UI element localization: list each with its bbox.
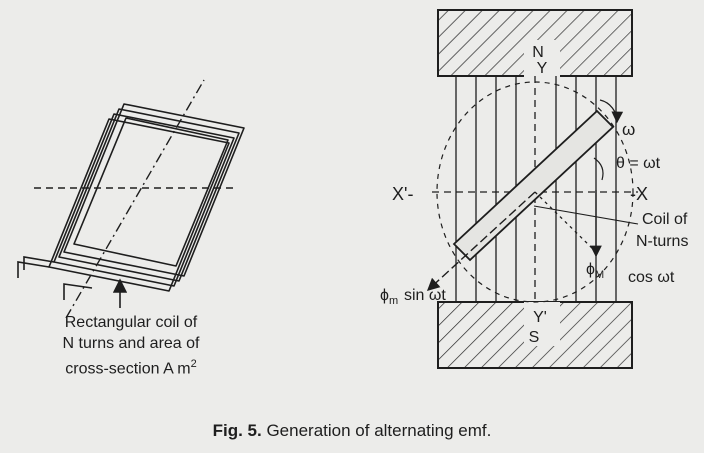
coil-caption-line1: Rectangular coil of (64, 314, 198, 331)
pole-s-letter: S (529, 329, 540, 346)
pole-n: N Y (437, 9, 633, 78)
label-x-left: X'- (392, 184, 413, 204)
axis-y-label: Y (537, 60, 548, 77)
pole-n-letter: N (532, 44, 544, 61)
normal-line-sin (426, 191, 536, 291)
rotation-circle (436, 81, 634, 303)
label-phi-M: ϕM (586, 261, 604, 281)
coil-leader (533, 205, 639, 225)
label-cos: cos ωt (628, 269, 675, 286)
label-x-right: -X (630, 184, 648, 204)
normal-line-cos (534, 191, 597, 253)
label-phi-m: ϕm (380, 287, 398, 307)
omega-arc (599, 99, 624, 124)
coil-leads (17, 256, 93, 300)
pole-s: Y' S (437, 301, 633, 369)
label-sin: sin ωt (404, 287, 446, 304)
coil-caption-line2: N turns and area of (62, 335, 200, 352)
label-theta: θ = ωt (616, 155, 661, 172)
figure-caption-text: Generation of alternating emf. (261, 421, 492, 440)
label-coil-line2: N-turns (636, 233, 688, 250)
axis-y-prime-label: Y' (533, 309, 547, 326)
rectangular-coil (48, 103, 245, 292)
label-omega: ω (622, 120, 635, 139)
coil-caption: Rectangular coil of N turns and area of … (6, 312, 256, 379)
rotation-axis-left (65, 79, 205, 319)
label-coil-line1: Coil of (642, 211, 688, 228)
theta-arc (593, 157, 604, 181)
coil-caption-line3: cross-section A m2 (65, 358, 197, 378)
figure-caption: Fig. 5. Generation of alternating emf. (0, 420, 704, 442)
figure-number: Fig. 5. (212, 421, 262, 440)
coil-cross-section (452, 109, 615, 262)
diagram-canvas: N Y Y' S X'- -X ω θ = ωt Coil of N-turns… (17, 9, 688, 369)
